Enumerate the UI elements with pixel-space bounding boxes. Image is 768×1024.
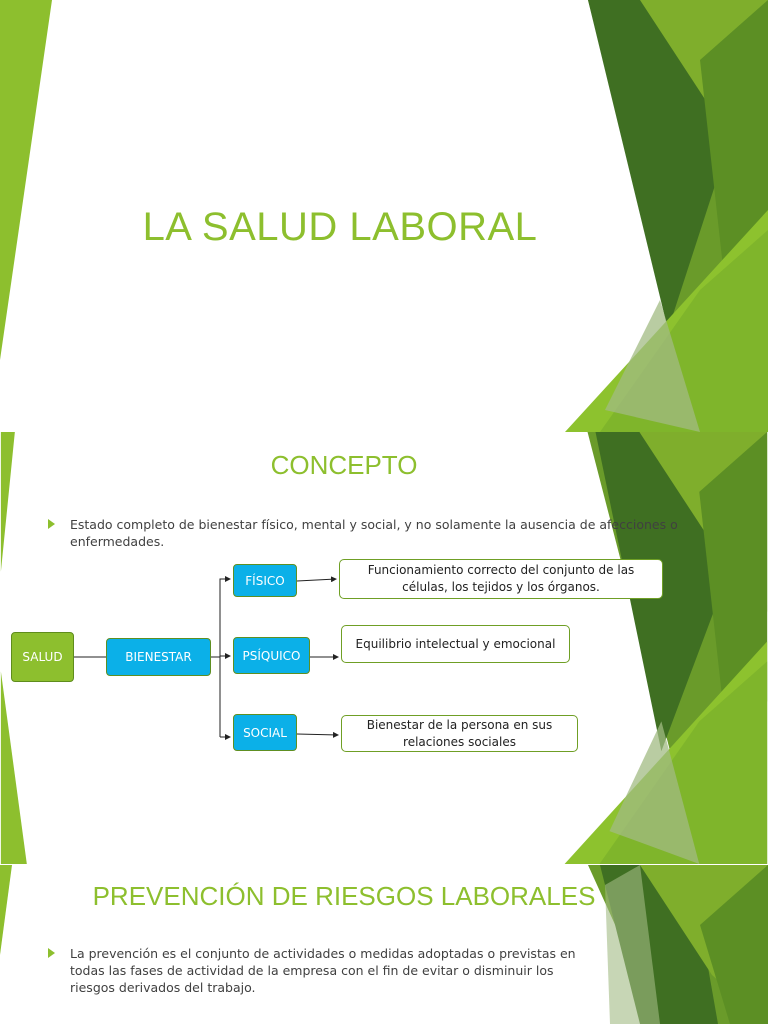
node-bienestar: BIENESTAR bbox=[106, 638, 211, 676]
diagram-connectors bbox=[74, 576, 339, 740]
slide-concepto: CONCEPTO Estado completo de bienestar fí… bbox=[0, 432, 768, 865]
node-psiquico: PSÍQUICO bbox=[233, 637, 310, 674]
slide-title: LA SALUD LABORAL bbox=[0, 0, 768, 432]
presentation-title: LA SALUD LABORAL bbox=[142, 205, 538, 249]
section-heading: PREVENCIÓN DE RIESGOS LABORALES bbox=[92, 881, 596, 911]
bullet-text: Estado completo de bienestar físico, men… bbox=[70, 517, 678, 549]
desc-fisico: Funcionamiento correcto del conjunto de … bbox=[339, 559, 663, 599]
desc-social: Bienestar de la persona en sus relacione… bbox=[341, 715, 578, 752]
bullet-arrow-icon bbox=[48, 948, 55, 958]
node-social: SOCIAL bbox=[233, 714, 297, 751]
section-heading: CONCEPTO bbox=[270, 450, 418, 480]
bullet-arrow-icon bbox=[48, 519, 55, 529]
slide-prevencion: PREVENCIÓN DE RIESGOS LABORALES La preve… bbox=[0, 865, 768, 1024]
green-facets-decoration bbox=[0, 865, 768, 1024]
bullet-text: La prevención es el conjunto de activida… bbox=[70, 946, 576, 995]
green-facets-decoration bbox=[0, 0, 768, 432]
node-fisico: FÍSICO bbox=[233, 564, 297, 597]
desc-psiquico: Equilibrio intelectual y emocional bbox=[341, 625, 570, 663]
node-salud: SALUD bbox=[11, 632, 74, 682]
